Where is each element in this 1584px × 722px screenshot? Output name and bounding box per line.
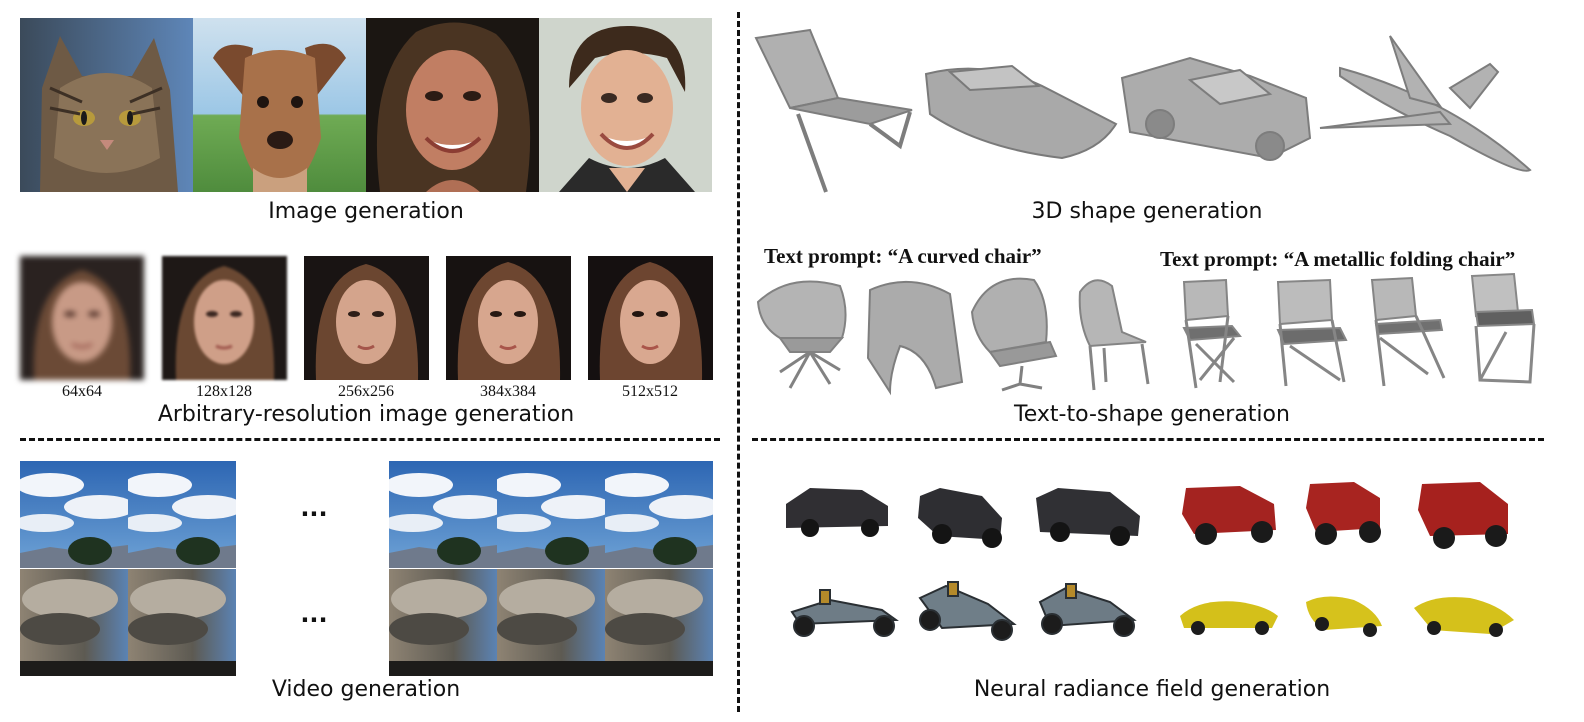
text-to-shape-strip: [750, 272, 1550, 398]
folding-chair-3: [1370, 276, 1446, 387]
video-frames-left: [20, 461, 236, 676]
resolution-strip: [20, 256, 713, 380]
video-generation-caption: Video generation: [271, 677, 461, 702]
folding-chair-1: [1182, 278, 1242, 389]
red-jeep-2: [1306, 482, 1381, 545]
nerf-strip: [770, 474, 1540, 652]
face-384-image: [446, 256, 571, 380]
horizontal-divider-left: [20, 438, 720, 441]
image-generation-strip: [20, 18, 712, 192]
woman-face-image: [366, 18, 539, 192]
resolution-label-512: 512x512: [622, 383, 678, 400]
red-jeep-1: [1182, 486, 1276, 545]
nerf-generation-caption: Neural radiance field generation: [973, 677, 1331, 702]
image-generation-caption: Image generation: [268, 199, 464, 224]
red-jeep-3: [1418, 482, 1508, 549]
face-64-image: [20, 256, 144, 380]
curved-chair-3: [970, 277, 1058, 392]
resolution-label-128: 128x128: [196, 383, 252, 400]
yellow-car-1: [1180, 601, 1278, 635]
face-256-image: [304, 256, 429, 380]
buggy-3: [1038, 583, 1137, 637]
man-face-image: [539, 18, 712, 192]
dark-suv-2: [918, 488, 1002, 548]
dark-suv-3: [1036, 488, 1140, 546]
buggy-1: [790, 589, 899, 637]
curved-chair-2: [866, 281, 964, 396]
dark-suv-1: [786, 488, 888, 537]
yellow-car-2: [1306, 596, 1382, 637]
shape-generation-caption: 3D shape generation: [1031, 199, 1263, 224]
resolution-label-64: 64x64: [62, 383, 102, 400]
prompt-curved-chair: Text prompt: “A curved chair”: [764, 244, 1042, 268]
resolution-label-256: 256x256: [338, 383, 394, 400]
airplane-shape: [1319, 35, 1532, 172]
dog-image: [193, 18, 366, 192]
video-frames-right: [389, 461, 713, 676]
folding-chair-2: [1276, 278, 1348, 387]
shape-generation-strip: [750, 28, 1540, 200]
video-ellipsis-bottom: ...: [300, 600, 328, 628]
vertical-divider: [737, 12, 740, 712]
cat-image: [20, 18, 193, 192]
lounge-chair-shape: [754, 28, 913, 193]
buggy-2: [918, 581, 1017, 641]
video-ellipsis-top: ...: [300, 494, 328, 522]
face-128-image: [162, 256, 287, 380]
folding-chair-4: [1470, 272, 1536, 384]
arbitrary-resolution-caption: Arbitrary-resolution image generation: [157, 402, 575, 427]
resolution-label-384: 384x384: [480, 383, 536, 400]
yellow-car-3: [1414, 597, 1514, 637]
horizontal-divider-right: [752, 438, 1544, 441]
curved-chair-1: [756, 280, 847, 389]
boat-shape: [924, 64, 1118, 160]
face-512-image: [588, 256, 713, 380]
curved-chair-4: [1078, 279, 1150, 391]
pickup-truck-shape: [1120, 56, 1312, 161]
text-to-shape-caption: Text-to-shape generation: [1014, 402, 1290, 427]
prompt-metallic-folding-chair: Text prompt: “A metallic folding chair”: [1160, 247, 1516, 271]
